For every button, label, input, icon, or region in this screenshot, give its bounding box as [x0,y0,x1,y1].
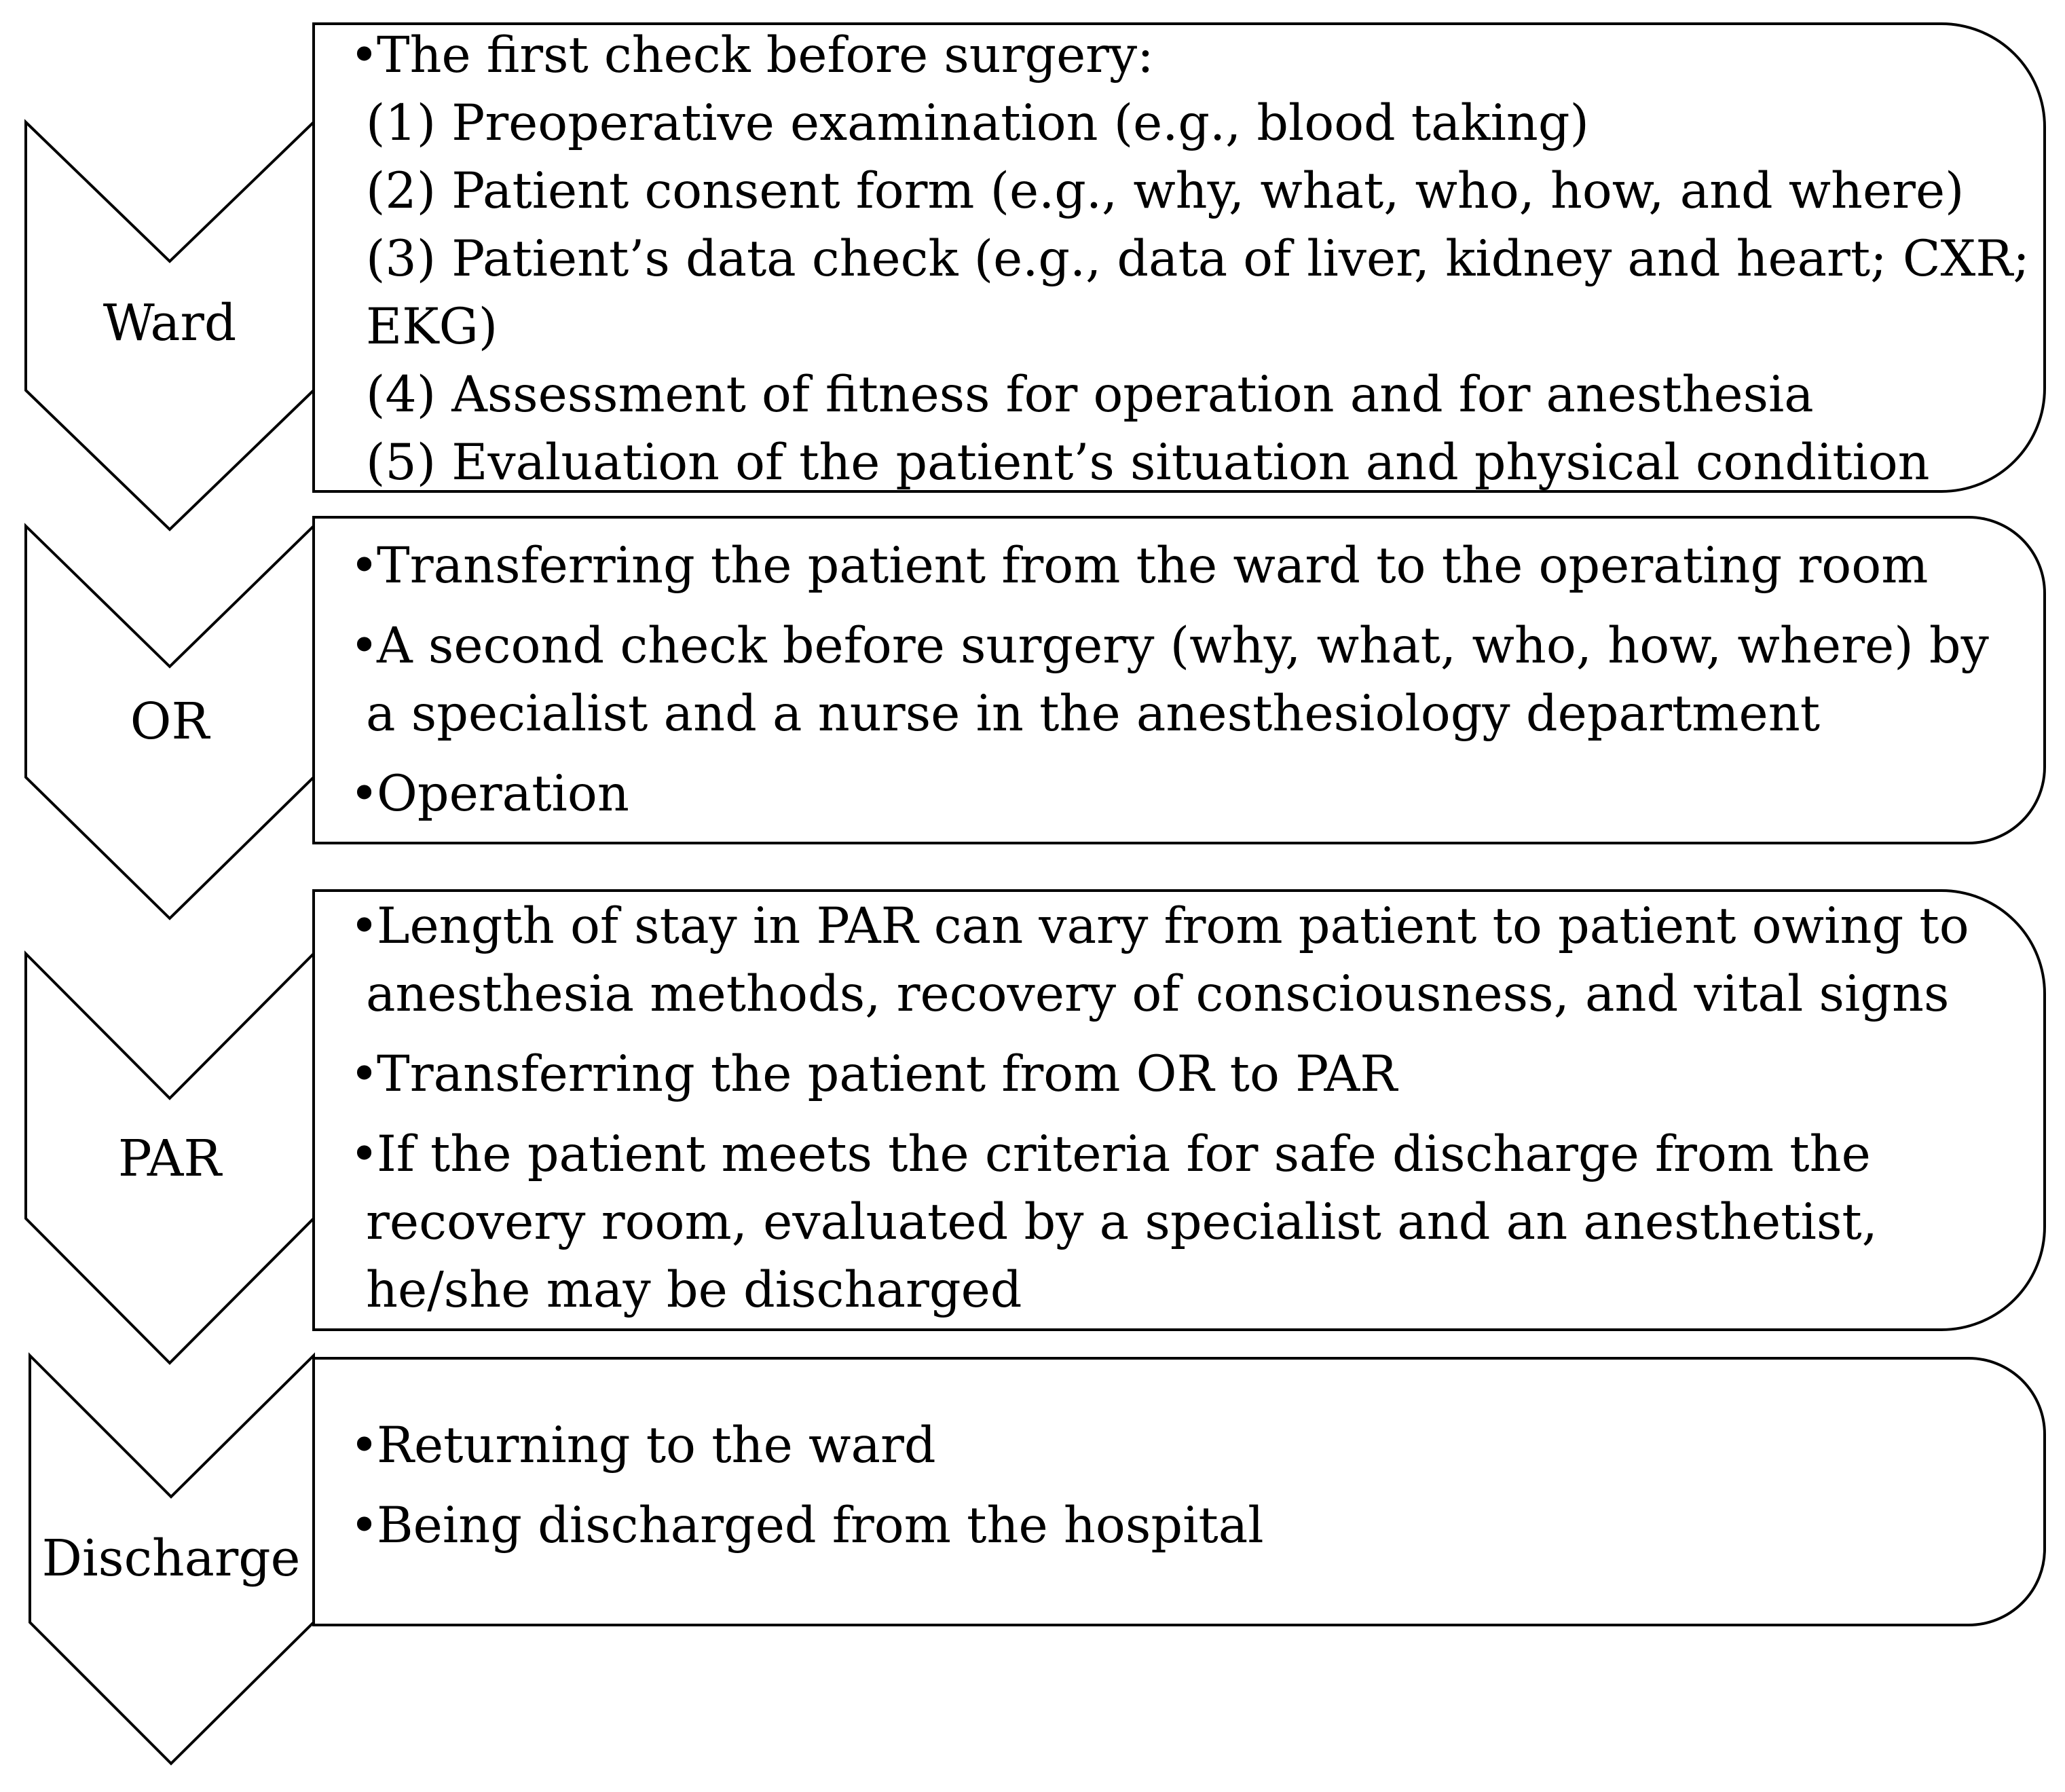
bullet-icon: • [350,1045,379,1103]
par-bullet-2: •Transferring the patient from OR to PAR [350,1041,1969,1108]
stage-label-ward: Ward [103,294,237,352]
ward-bullet-1-line-1: The first check before surgery: [377,26,1154,84]
or-bullet-3: •Operation [350,760,1989,828]
box-ward [312,22,2046,493]
bullet-icon: • [350,537,379,595]
par-bullet-1-line-1: Length of stay in PAR can vary from pati… [377,897,1969,955]
spacer [350,600,1989,612]
bullet-icon: • [350,1417,379,1474]
bullet-icon: • [350,1497,379,1554]
stage-label-or: OR [130,692,210,751]
spacer [350,1028,1969,1041]
par-bullet-3-line-3: he/she may be discharged [366,1261,1022,1319]
stage-label-discharge: Discharge [41,1529,301,1588]
ward-box-text: •The first check before surgery: (1) Pre… [350,22,2030,497]
box-or [312,516,2046,844]
bullet-icon: • [350,617,379,675]
box-par [312,889,2046,1331]
par-bullet-3: •If the patient meets the criteria for s… [350,1121,1969,1189]
or-bullet-1-line-1: Transferring the patient from the ward t… [377,537,1929,595]
discharge-bullet-1: •Returning to the ward [350,1412,1264,1480]
ward-bullet-1: •The first check before surgery: [350,22,2030,90]
par-bullet-3-line-1: If the patient meets the criteria for sa… [377,1125,1871,1183]
ward-item-1: (1) Preoperative examination (e.g., bloo… [366,94,1589,152]
ward-item-5: (5) Evaluation of the patient’s situatio… [366,434,1930,491]
discharge-box-text: •Returning to the ward •Being discharged… [350,1412,1264,1560]
bullet-icon: • [350,26,379,84]
ward-item-2: (2) Patient consent form (e.g., why, wha… [366,162,1965,220]
or-box-text: •Transferring the patient from the ward … [350,532,1989,828]
par-bullet-3-line-2: recovery room, evaluated by a specialist… [366,1193,1878,1251]
or-bullet-2-line-1: A second check before surgery (why, what… [377,617,1989,675]
discharge-bullet-2: •Being discharged from the hospital [350,1492,1264,1560]
box-discharge [312,1357,2046,1626]
spacer [350,748,1989,760]
spacer [350,1108,1969,1121]
discharge-bullet-1-line-1: Returning to the ward [377,1417,936,1474]
bullet-icon: • [350,897,379,955]
ward-item-3: (3) Patient’s data check (e.g., data of … [366,230,2030,288]
ward-item-4: (4) Assessment of fitness for operation … [366,366,1814,424]
bullet-icon: • [350,765,379,823]
discharge-bullet-2-line-1: Being discharged from the hospital [377,1497,1264,1554]
or-bullet-2: •A second check before surgery (why, wha… [350,612,1989,680]
or-bullet-3-line-1: Operation [377,765,629,823]
par-box-text: •Length of stay in PAR can vary from pat… [350,893,1969,1324]
or-bullet-2-line-2: a specialist and a nurse in the anesthes… [366,685,1821,743]
par-bullet-1-line-2: anesthesia methods, recovery of consciou… [366,965,1950,1023]
or-bullet-1: •Transferring the patient from the ward … [350,532,1989,600]
stage-label-par: PAR [117,1130,222,1188]
spacer [350,1480,1264,1492]
par-bullet-1: •Length of stay in PAR can vary from pat… [350,893,1969,960]
par-bullet-2-line-1: Transferring the patient from OR to PAR [377,1045,1398,1103]
ward-item-3-cont: EKG) [366,298,498,356]
bullet-icon: • [350,1125,379,1183]
